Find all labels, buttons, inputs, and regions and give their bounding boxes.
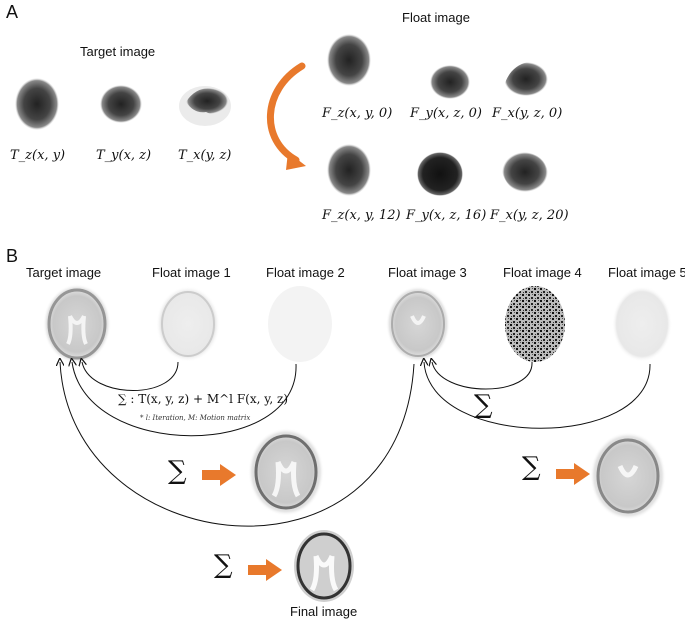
float-caption-x20: F_x(y, z, 20): [490, 208, 569, 223]
sigma-symbol-right-inner: ∑: [474, 390, 493, 420]
float-caption-y16: F_y(x, z, 16): [406, 208, 487, 223]
float-brain-x20: [502, 152, 548, 192]
target-brain-axial: [43, 284, 111, 364]
float-brain-1: [156, 286, 220, 362]
intermediate-brain-left: [248, 428, 324, 516]
final-brain: [294, 530, 354, 602]
float-brain-5: [612, 286, 672, 362]
sigma-symbol-mid-left: ∑: [168, 456, 187, 486]
sum-formula-note: * l: Iteration, M: Motion matrix: [140, 414, 251, 422]
intermediate-brain-right: [590, 432, 666, 520]
float-caption-y0: F_y(x, z, 0): [410, 106, 482, 121]
float-brain-z0: [327, 34, 371, 86]
orange-curved-arrow: [267, 62, 306, 170]
connector-arc-float3: [60, 362, 415, 527]
header-float-image-5: Float image 5: [608, 265, 685, 280]
header-float-image-2: Float image 2: [266, 265, 345, 280]
float-image-title: Float image: [402, 10, 470, 25]
header-target-image: Target image: [26, 265, 102, 280]
connector-arc-float4: [432, 362, 533, 390]
sigma-symbol-final: ∑: [214, 550, 233, 580]
header-float-image-3: Float image 3: [388, 265, 467, 280]
panel-a-label: A: [6, 2, 19, 22]
orange-arrow-final: [248, 559, 282, 581]
header-float-image-4: Float image 4: [503, 265, 582, 280]
float-brain-2: [268, 286, 332, 362]
target-image-title: Target image: [80, 44, 156, 59]
float-brain-y16: [417, 152, 463, 196]
target-caption-z: T_z(x, y): [10, 148, 66, 163]
sum-formula: ∑ : T(x, y, z) + M^l F(x, y, z): [118, 392, 289, 406]
float-caption-x0: F_x(y, z, 0): [492, 106, 563, 121]
float-caption-z0: F_z(x, y, 0): [322, 106, 393, 121]
float-brain-z12: [327, 144, 371, 196]
connector-arc-float5: [424, 362, 651, 429]
target-caption-x: T_x(y, z): [178, 148, 232, 163]
orange-arrow-mid-right: [556, 463, 590, 485]
target-brain-y: [100, 85, 142, 123]
final-image-label: Final image: [290, 604, 358, 619]
sigma-symbol-mid-right: ∑: [522, 452, 541, 482]
header-float-image-1: Float image 1: [152, 265, 231, 280]
connector-arc-float2: [72, 362, 297, 437]
target-brain-x: [179, 86, 231, 126]
panel-b-label: B: [6, 246, 19, 266]
target-caption-y: T_y(x, z): [96, 148, 152, 163]
connector-arc-float1: [82, 362, 179, 391]
float-brain-x0: [504, 62, 548, 96]
target-brain-z: [15, 78, 59, 130]
float-brain-4: [505, 286, 565, 362]
float-caption-z12: F_z(x, y, 12): [322, 208, 401, 223]
orange-arrow-mid-left: [202, 464, 236, 486]
float-brain-y0: [430, 65, 470, 99]
float-brain-3: [386, 286, 450, 362]
